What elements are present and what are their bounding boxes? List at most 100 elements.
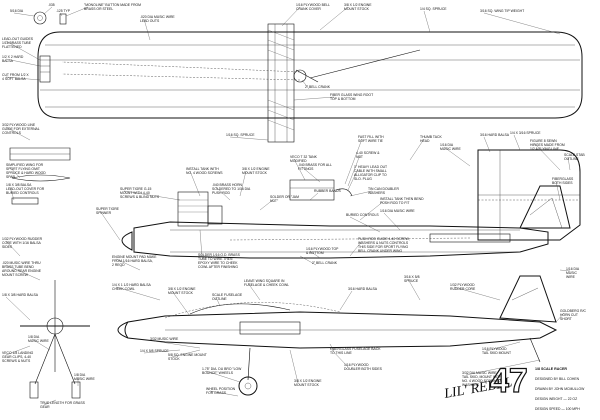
annotation-l08: 1/4 SQ. SPRUCE	[420, 7, 447, 11]
leader-l28	[513, 134, 521, 151]
fuselage-profile-view	[117, 275, 558, 396]
leader-l46	[199, 229, 203, 258]
monoline-button	[33, 11, 47, 25]
bell-crank	[293, 69, 307, 83]
front-wheel-left	[29, 381, 39, 399]
leader-l29	[533, 142, 561, 171]
annotation-l37: 1/16 DIA MUSIC WIRE	[380, 209, 415, 213]
leader-l27	[483, 136, 491, 153]
title-scale: 1/8 SCALE RACER	[535, 367, 567, 371]
leader-l16	[9, 166, 21, 179]
annotation-l59: 3/32 MUSIC WIRE	[150, 337, 179, 341]
annotation-l01: .035	[48, 3, 55, 7]
leader-l48	[349, 240, 363, 257]
leader-l49	[299, 255, 317, 266]
stab-plan-view	[477, 149, 581, 241]
leader-l37	[383, 212, 401, 231]
annotation-l35: RUBBER BANDS	[314, 189, 341, 193]
tank-detail	[289, 179, 335, 201]
rudder-profile	[499, 275, 557, 323]
leader-l72	[43, 399, 57, 406]
leader-l67	[289, 349, 299, 384]
leader-l22	[347, 154, 361, 187]
leader-l10	[5, 40, 41, 61]
leader-l04	[65, 6, 89, 17]
leader-l03	[59, 12, 63, 17]
leader-l19	[293, 158, 306, 181]
title-designer: DESIGNED BY BILL COHEN	[535, 377, 580, 381]
leader-l20	[301, 166, 321, 183]
fuel-tank-side	[207, 205, 223, 225]
leader-l38	[123, 190, 181, 201]
leader-l33	[239, 170, 247, 197]
push-rod-side	[229, 237, 471, 241]
annotation-l49: 2" BELL CRANK	[312, 261, 338, 265]
leader-l07	[319, 6, 349, 31]
front-wheel-right	[71, 381, 81, 399]
leader-l34	[259, 198, 275, 211]
wheel-profile	[238, 376, 258, 396]
title-weight: DESIGN WEIGHT — 22 OZ	[535, 397, 577, 401]
annotation-l09: 3/16 SQ. WING TIP WEIGHT	[480, 9, 524, 13]
leader-l58	[31, 338, 51, 351]
leader-l64	[209, 390, 239, 397]
landing-gear-strut	[247, 347, 251, 381]
annotation-l27: 3/16 HARD BALSA	[480, 133, 510, 137]
leader-l53	[453, 286, 501, 301]
front-view	[20, 280, 90, 399]
leader-l68	[485, 341, 521, 352]
annotation-l03: .125 TYP	[56, 9, 71, 13]
leader-l39	[349, 216, 381, 233]
fuselage-side-view	[121, 179, 571, 259]
leader-l13	[301, 79, 310, 90]
leader-l05	[143, 18, 151, 41]
leader-l31	[189, 170, 201, 197]
leader-l40	[555, 180, 561, 201]
leader-l02	[13, 12, 35, 17]
leader-l52	[407, 278, 421, 301]
annotation-l39: BURIED CONTROLS	[346, 213, 379, 217]
leader-l56	[171, 290, 191, 317]
cheek-cowl-outline	[189, 303, 291, 315]
gear-leg-right	[54, 333, 76, 385]
leader-l70	[555, 312, 565, 323]
leader-l26	[443, 146, 471, 167]
leader-l35	[309, 192, 319, 201]
leader-l01	[43, 6, 53, 15]
stab-outline	[477, 149, 581, 241]
leader-l63	[205, 370, 241, 383]
leader-l55	[5, 296, 31, 321]
leader-l09	[483, 12, 561, 35]
leader-l14	[293, 96, 335, 101]
leader-l60	[143, 349, 181, 354]
leader-l47	[309, 250, 321, 259]
leader-l25	[409, 138, 425, 161]
leader-l62	[171, 349, 201, 358]
leader-l12	[5, 76, 41, 81]
leader-l44	[115, 258, 141, 271]
annotation-l47: 1/16 PLYWOOD TOP& BOTTOM	[306, 247, 339, 255]
leader-l06	[281, 6, 301, 27]
